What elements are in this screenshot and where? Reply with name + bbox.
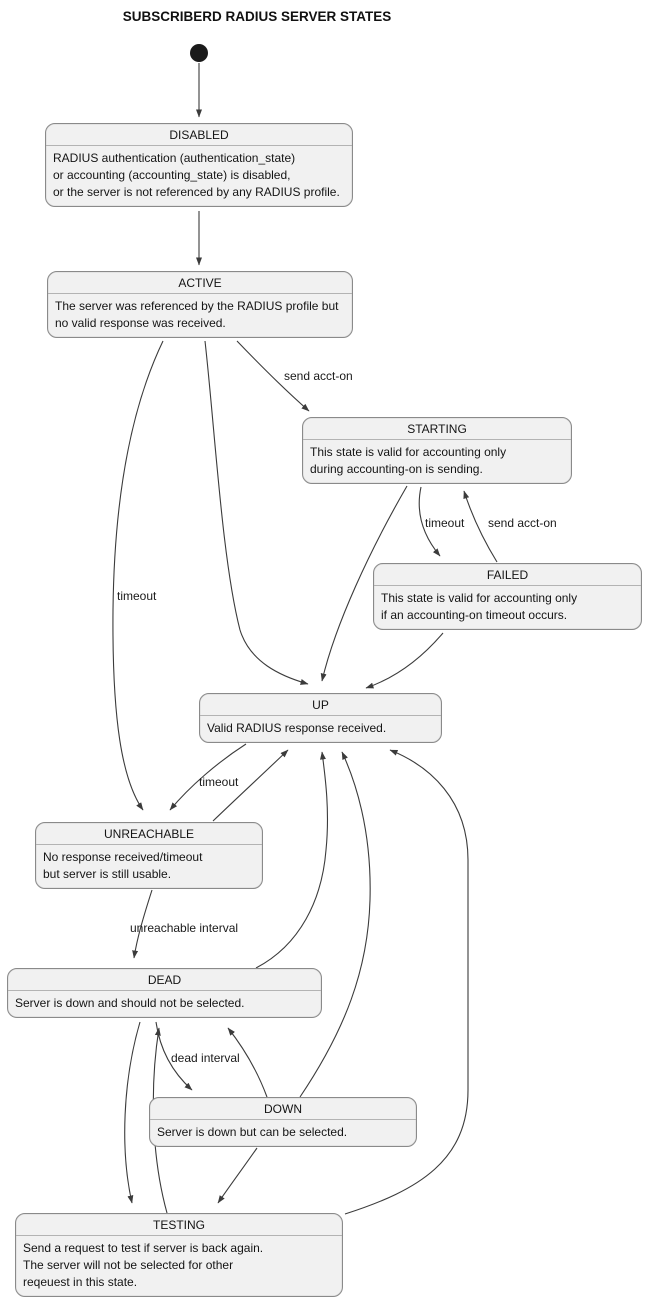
state-disabled-description: RADIUS authentication (authentication_st… <box>46 145 352 206</box>
state-down-description: Server is down but can be selected. <box>150 1119 416 1146</box>
edge-failed-to-up <box>365 632 444 689</box>
state-down: DOWN Server is down but can be selected. <box>149 1097 417 1147</box>
edge-active-to-up <box>204 340 309 685</box>
state-testing-title: TESTING <box>152 1218 205 1232</box>
state-testing: TESTING Send a request to test if server… <box>15 1213 343 1297</box>
edge-up-to-unreachable <box>169 743 247 811</box>
state-failed: FAILED This state is valid for accountin… <box>373 563 642 630</box>
state-failed-description: This state is valid for accounting only … <box>374 585 641 629</box>
edge-starting-to-up <box>320 485 408 682</box>
edge-down-to-testing <box>217 1147 258 1204</box>
state-unreachable-description: No response received/timeout but server … <box>36 844 262 888</box>
edge-label-timeout-active: timeout <box>117 589 157 603</box>
edge-active-to-starting <box>236 340 310 412</box>
state-disabled-title: DISABLED <box>169 128 229 142</box>
state-starting: STARTING This state is valid for account… <box>302 417 572 484</box>
state-unreachable-title: UNREACHABLE <box>103 827 195 841</box>
edge-testing-to-up <box>344 749 469 1215</box>
edge-active-to-unreachable <box>112 340 164 811</box>
edge-dead-to-up <box>255 751 329 969</box>
diagram-title: SUBSCRIBERD RADIUS SERVER STATES <box>122 9 392 24</box>
edge-dead-to-testing <box>124 1021 141 1204</box>
edge-label-dead-interval: dead interval <box>171 1051 240 1065</box>
state-up-title: UP <box>312 698 329 712</box>
state-unreachable: UNREACHABLE No response received/timeout… <box>35 822 263 889</box>
state-active-description: The server was referenced by the RADIUS … <box>48 293 352 337</box>
edge-unreachable-to-up <box>212 749 289 822</box>
initial-state-dot <box>190 44 208 62</box>
edge-starting-to-failed <box>418 486 441 557</box>
edge-down-to-dead <box>227 1027 268 1098</box>
edge-down-to-up <box>299 751 371 1098</box>
state-dead-description: Server is down and should not be selecte… <box>8 990 321 1017</box>
state-starting-title: STARTING <box>407 422 467 436</box>
edge-unreachable-to-dead <box>132 889 153 959</box>
edge-label-send-acct-on-failed: send acct-on <box>488 516 557 530</box>
state-failed-title: FAILED <box>486 568 529 582</box>
state-starting-description: This state is valid for accounting only … <box>303 439 571 483</box>
edge-label-timeout-starting: timeout <box>425 516 465 530</box>
state-dead: DEAD Server is down and should not be se… <box>7 968 322 1018</box>
state-active-title: ACTIVE <box>178 276 222 290</box>
edge-label-send-acct-on-active: send acct-on <box>284 369 353 383</box>
edge-label-timeout-up: timeout <box>199 775 239 789</box>
edge-failed-to-starting <box>463 490 498 563</box>
state-testing-description: Send a request to test if server is back… <box>16 1235 342 1296</box>
state-active: ACTIVE The server was referenced by the … <box>47 271 353 338</box>
state-up: UP Valid RADIUS response received. <box>199 693 442 743</box>
state-dead-title: DEAD <box>147 973 182 987</box>
state-down-title: DOWN <box>264 1102 302 1116</box>
edge-label-unreachable-interval: unreachable interval <box>130 921 239 935</box>
state-disabled: DISABLED RADIUS authentication (authenti… <box>45 123 353 207</box>
state-up-description: Valid RADIUS response received. <box>200 715 441 742</box>
